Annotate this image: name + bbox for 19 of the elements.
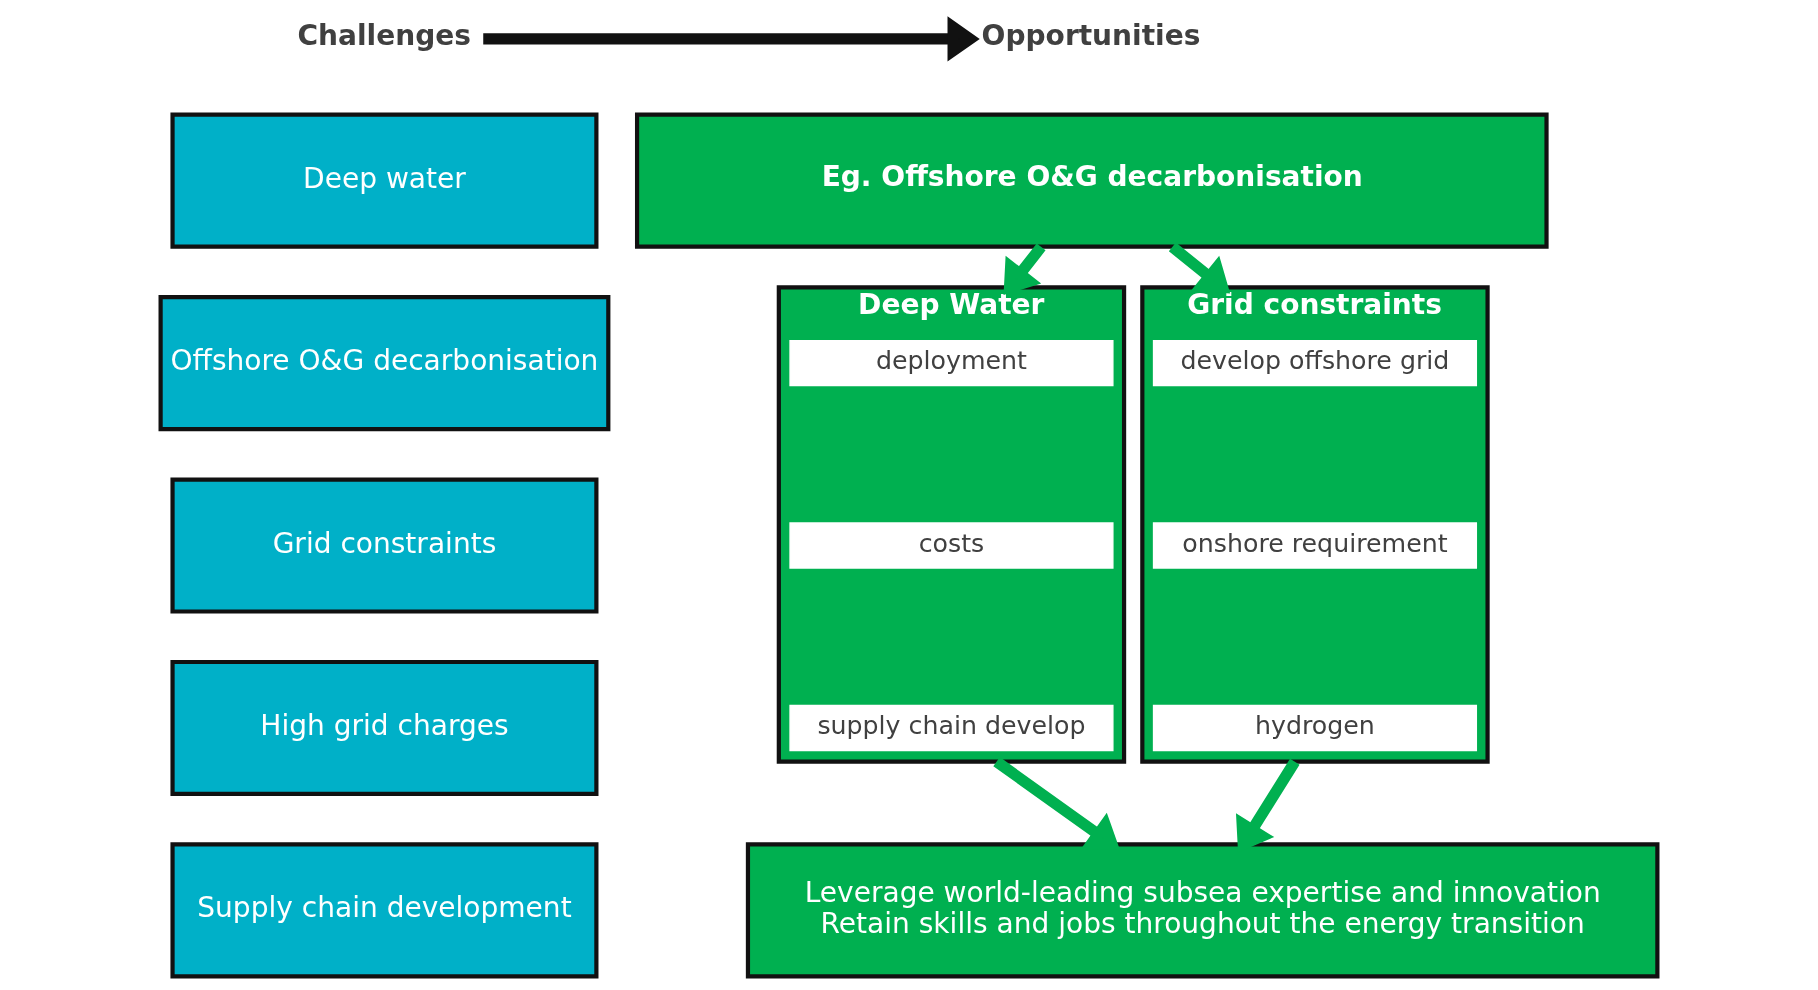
- node-box: Deep water: [170, 112, 599, 249]
- arrow: [1168, 242, 1231, 294]
- node-box: Supply chain development: [170, 842, 599, 979]
- node-box: Eg. Offshore O&G decarbonisation: [634, 112, 1549, 249]
- node-box: Leverage world-leading subsea expertise and innovation Retain skills and jobs throughout the energy transition: [745, 842, 1660, 979]
- arrow: [1003, 243, 1046, 295]
- node-box: develop offshore grid: [1152, 339, 1478, 387]
- arrow: [483, 16, 980, 62]
- node-box: High grid charges: [170, 659, 599, 797]
- node-text: Opportunities: [981, 18, 1201, 52]
- node-box: deployment: [789, 339, 1114, 387]
- node-box: onshore requirement: [1152, 522, 1478, 569]
- node-box: hydrogen: [1152, 704, 1478, 752]
- node-text: Challenges: [297, 18, 471, 52]
- node-box: supply chain develop: [789, 704, 1114, 752]
- node-box: costs: [789, 522, 1114, 569]
- arrow: [993, 757, 1120, 850]
- node-box: Offshore O&G decarbonisation: [158, 295, 611, 432]
- node-box: Grid constraints: [170, 477, 599, 614]
